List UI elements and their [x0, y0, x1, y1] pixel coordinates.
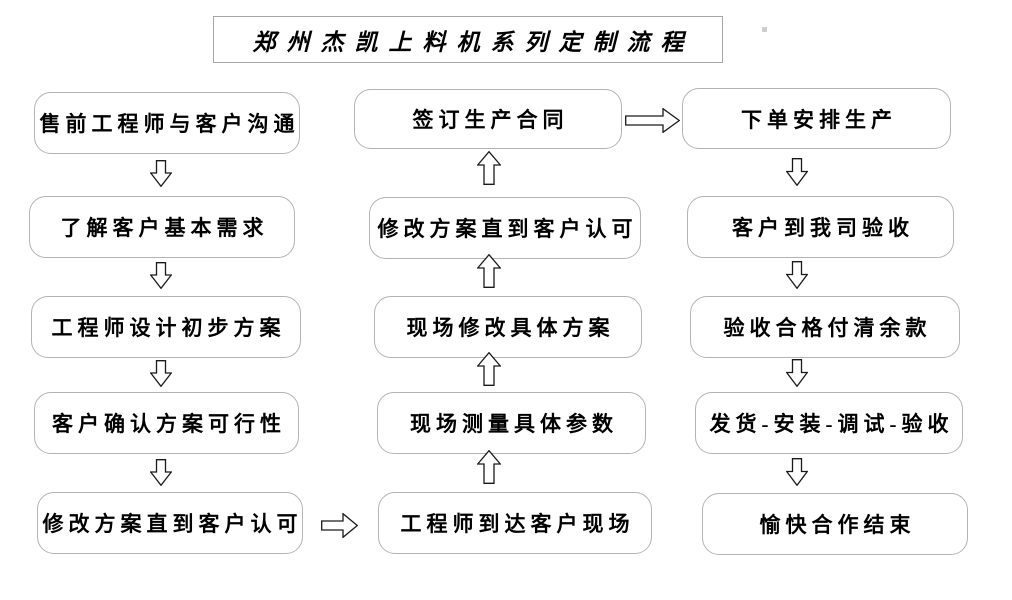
title-box: 郑州杰凯上料机系列定制流程	[213, 16, 723, 63]
node-presale-communication: 售前工程师与客户沟通	[34, 92, 300, 154]
node-pay-balance: 验收合格付清余款	[690, 296, 960, 358]
arrow-right-icon	[321, 513, 358, 538]
page-title: 郑州杰凯上料机系列定制流程	[252, 28, 695, 56]
arrow-up-icon	[477, 450, 501, 484]
node-engineer-arrives-site: 工程师到达客户现场	[378, 492, 652, 554]
arrow-down-icon	[150, 459, 172, 486]
node-sign-contract: 签订生产合同	[354, 89, 622, 149]
arrow-down-icon	[786, 458, 808, 486]
arrow-down-icon	[150, 360, 172, 387]
node-customer-acceptance: 客户到我司验收	[687, 196, 954, 258]
node-happy-cooperation-end: 愉快合作结束	[702, 493, 968, 555]
node-initial-design: 工程师设计初步方案	[31, 296, 301, 358]
arrow-up-icon	[477, 151, 501, 185]
arrow-right-icon	[625, 108, 680, 133]
node-revise-until-approved-2: 修改方案直到客户认可	[369, 197, 641, 259]
node-understand-needs: 了解客户基本需求	[29, 196, 295, 258]
node-onsite-measure-params: 现场测量具体参数	[377, 392, 646, 454]
node-revise-until-approved-1: 修改方案直到客户认可	[37, 492, 303, 554]
node-confirm-feasibility: 客户确认方案可行性	[34, 392, 299, 454]
arrow-down-icon	[786, 359, 808, 387]
node-order-production: 下单安排生产	[682, 88, 951, 149]
arrow-down-icon	[786, 261, 808, 289]
arrow-down-icon	[786, 158, 808, 186]
node-onsite-revise-plan: 现场修改具体方案	[374, 296, 642, 358]
arrow-down-icon	[150, 160, 172, 187]
arrow-up-icon	[477, 254, 501, 288]
arrow-up-icon	[477, 352, 501, 386]
node-ship-install-debug: 发货-安装-调试-验收	[695, 392, 963, 454]
stray-dot	[762, 27, 767, 32]
arrow-down-icon	[150, 262, 172, 289]
